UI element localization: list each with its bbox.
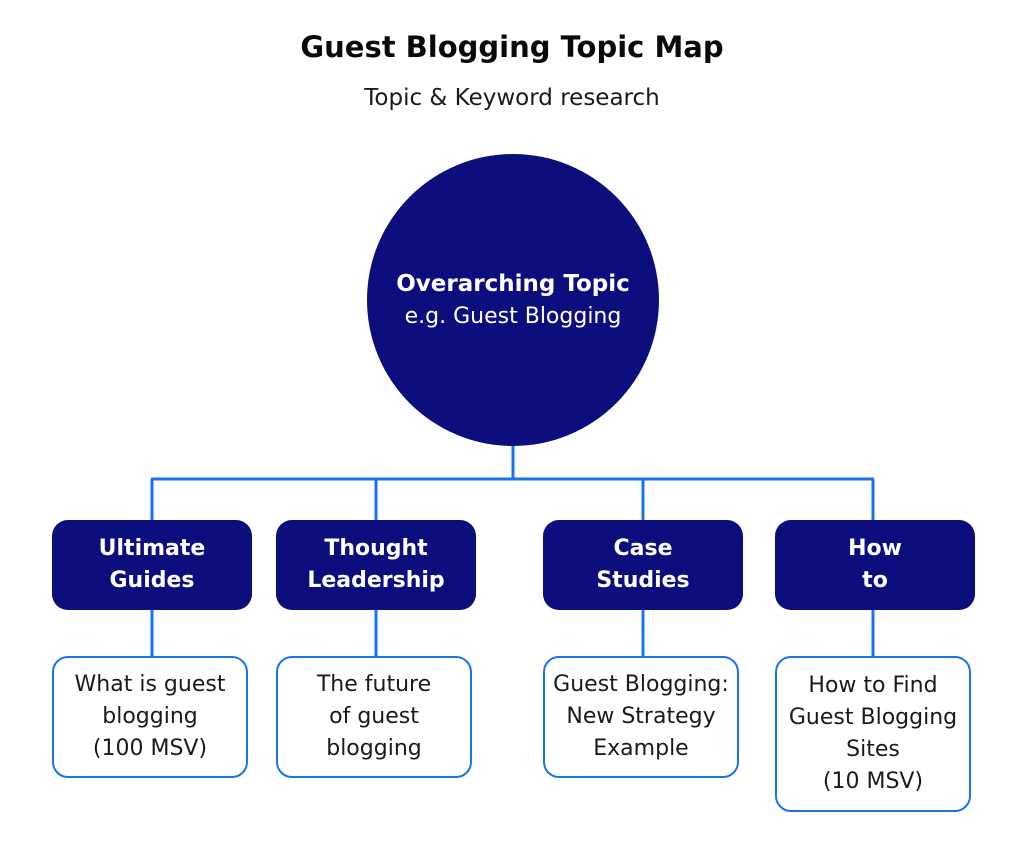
example-node-case-studies: Guest Blogging: New Strategy Example xyxy=(543,656,739,778)
category-label-line2: to xyxy=(862,568,888,593)
category-label-line1: Case xyxy=(613,536,673,561)
central-topic-title: Overarching Topic xyxy=(396,271,630,297)
example-node-how-to: How to Find Guest Blogging Sites (10 MSV… xyxy=(775,656,971,812)
example-text: How to Find Guest Blogging Sites (10 MSV… xyxy=(788,673,958,794)
category-label-line1: How xyxy=(848,536,902,561)
central-topic-subtitle: e.g. Guest Blogging xyxy=(404,304,622,329)
category-label-line2: Guides xyxy=(109,568,195,593)
category-label-line1: Thought xyxy=(324,536,428,561)
example-node-ultimate-guides: What is guest blogging (100 MSV) xyxy=(52,656,248,778)
category-node-thought-leadership: Thought Leadership xyxy=(276,520,476,610)
diagram-subtitle: Topic & Keyword research xyxy=(364,85,660,111)
example-text: Guest Blogging: New Strategy Example xyxy=(553,672,729,761)
category-label-line2: Studies xyxy=(596,568,690,593)
category-label-line2: Leadership xyxy=(307,568,445,593)
category-label-line1: Ultimate xyxy=(98,536,206,561)
category-node-ultimate-guides: Ultimate Guides xyxy=(52,520,252,610)
example-text: The future of guest blogging xyxy=(316,672,432,761)
example-node-thought-leadership: The future of guest blogging xyxy=(276,656,472,778)
diagram-title: Guest Blogging Topic Map xyxy=(300,30,724,64)
category-node-how-to: How to xyxy=(775,520,975,610)
category-node-case-studies: Case Studies xyxy=(543,520,743,610)
example-text: What is guest blogging (100 MSV) xyxy=(74,672,226,761)
central-topic-node: Overarching Topic e.g. Guest Blogging xyxy=(367,154,659,446)
